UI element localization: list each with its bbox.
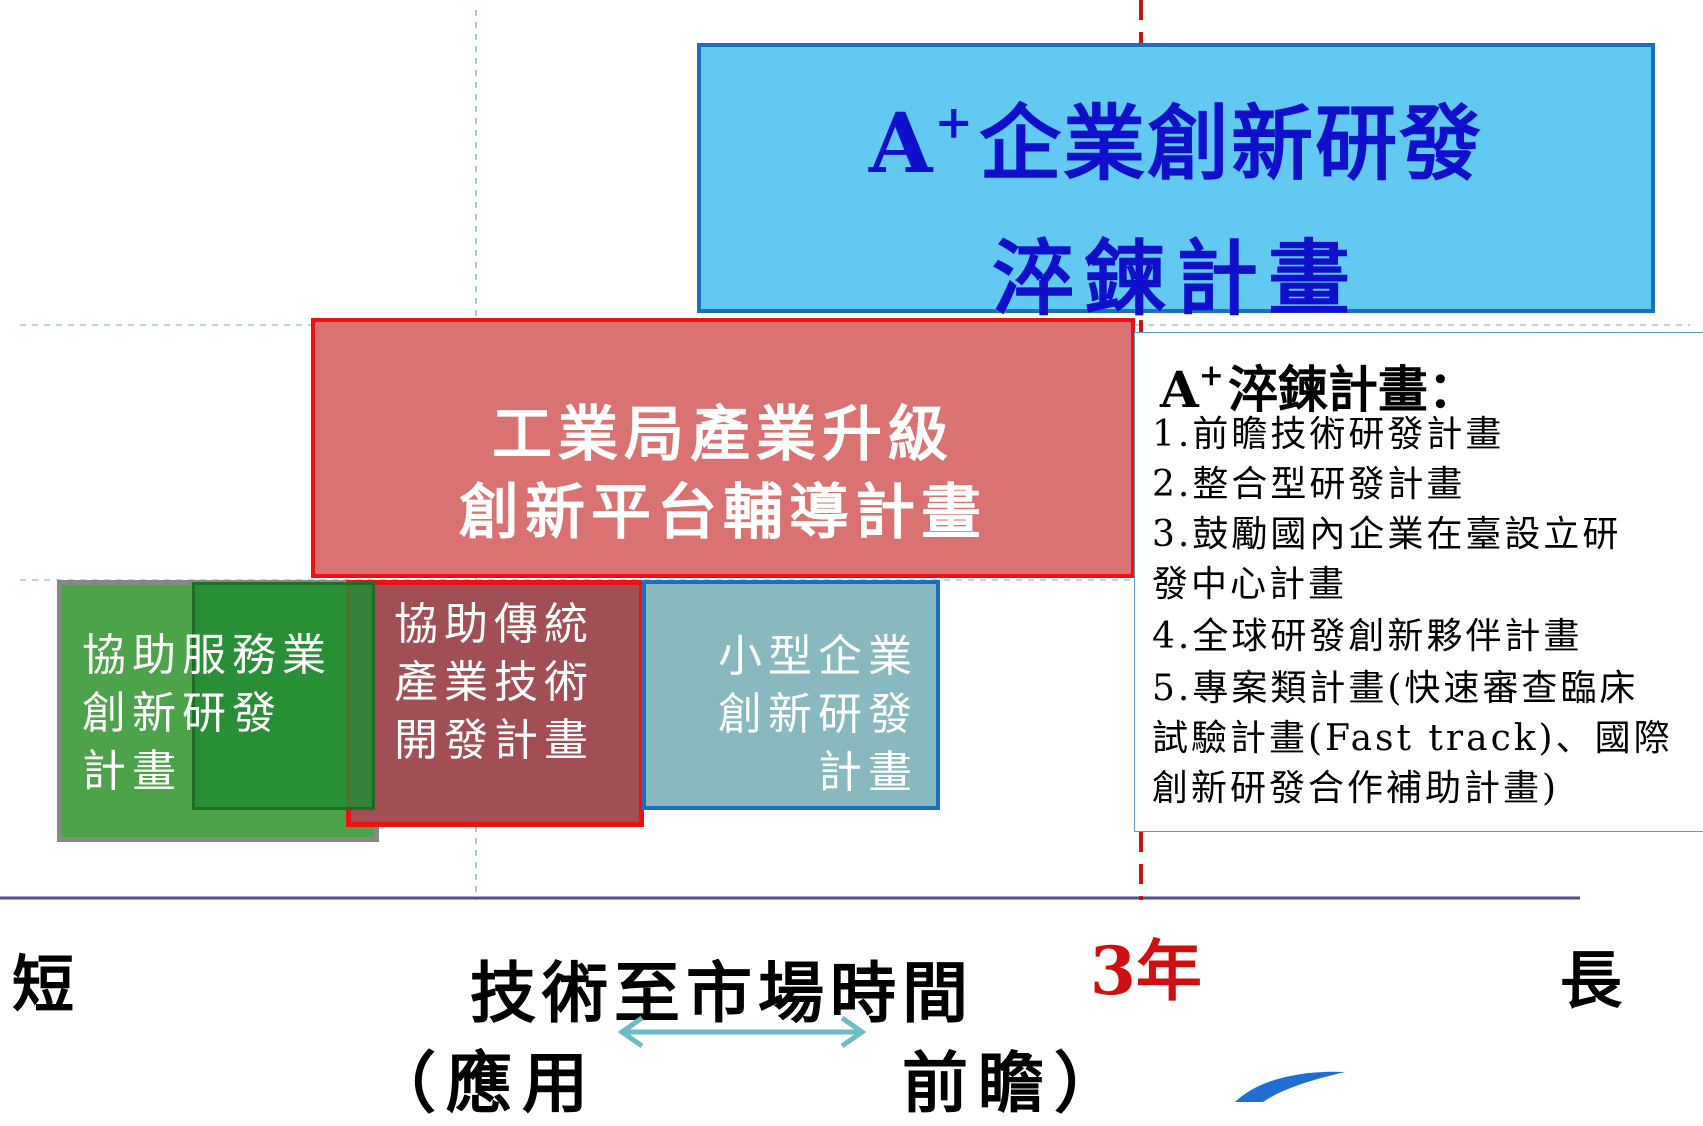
info-item-3: 3.鼓勵國內企業在臺設立研 發中心計畫 — [1152, 514, 1622, 605]
sme-innovation-box — [642, 580, 940, 810]
service-innovation-text: 協助服務業 創新研發 計畫 — [82, 630, 332, 797]
axis-right-end-label: 前瞻） — [902, 1044, 1130, 1122]
info-item-2: 2.整合型研發計畫 — [1152, 464, 1466, 505]
traditional-industry-text: 協助傳統 產業技術 開發計畫 — [394, 599, 594, 766]
axis-left-end-label: （應用 — [370, 1044, 598, 1122]
axis-long-label: 長 — [1560, 944, 1623, 1017]
info-item-5: 5.專案類計畫(快速審查臨床 試驗計畫(Fast track)、國際 創新研發合… — [1152, 668, 1673, 809]
double-arrow-icon — [617, 1015, 867, 1049]
info-item-1: 1.前瞻技術研發計畫 — [1152, 414, 1505, 455]
axis-title: 技術至市場時間 — [470, 954, 974, 1032]
info-item-4: 4.全球研發創新夥伴計畫 — [1152, 616, 1583, 657]
service-overlap-box — [192, 582, 375, 810]
aplus-info-panel — [1134, 332, 1703, 832]
industry-upgrade-text: 工業局產業升級 創新平台輔導計畫 — [459, 400, 987, 548]
three-year-marker-label: 3年 — [1090, 932, 1202, 1010]
info-panel-title: A+淬鍊計畫： — [1160, 358, 1478, 419]
aplus-plan-title: A+企業創新研發 — [868, 95, 1484, 192]
sme-innovation-text: 小型企業 創新研發 計畫 — [718, 631, 918, 798]
traditional-industry-box — [346, 580, 644, 827]
aplus-plan-subtitle: 淬鍊計畫 — [991, 231, 1360, 327]
industry-upgrade-box: 工業局產業升級 創新平台輔導計畫 — [311, 318, 1135, 578]
aplus-plan-box: A+企業創新研發 淬鍊計畫 — [697, 43, 1655, 327]
axis-short-label: 短 — [12, 948, 75, 1021]
logo-swoosh-icon — [1235, 1071, 1345, 1102]
